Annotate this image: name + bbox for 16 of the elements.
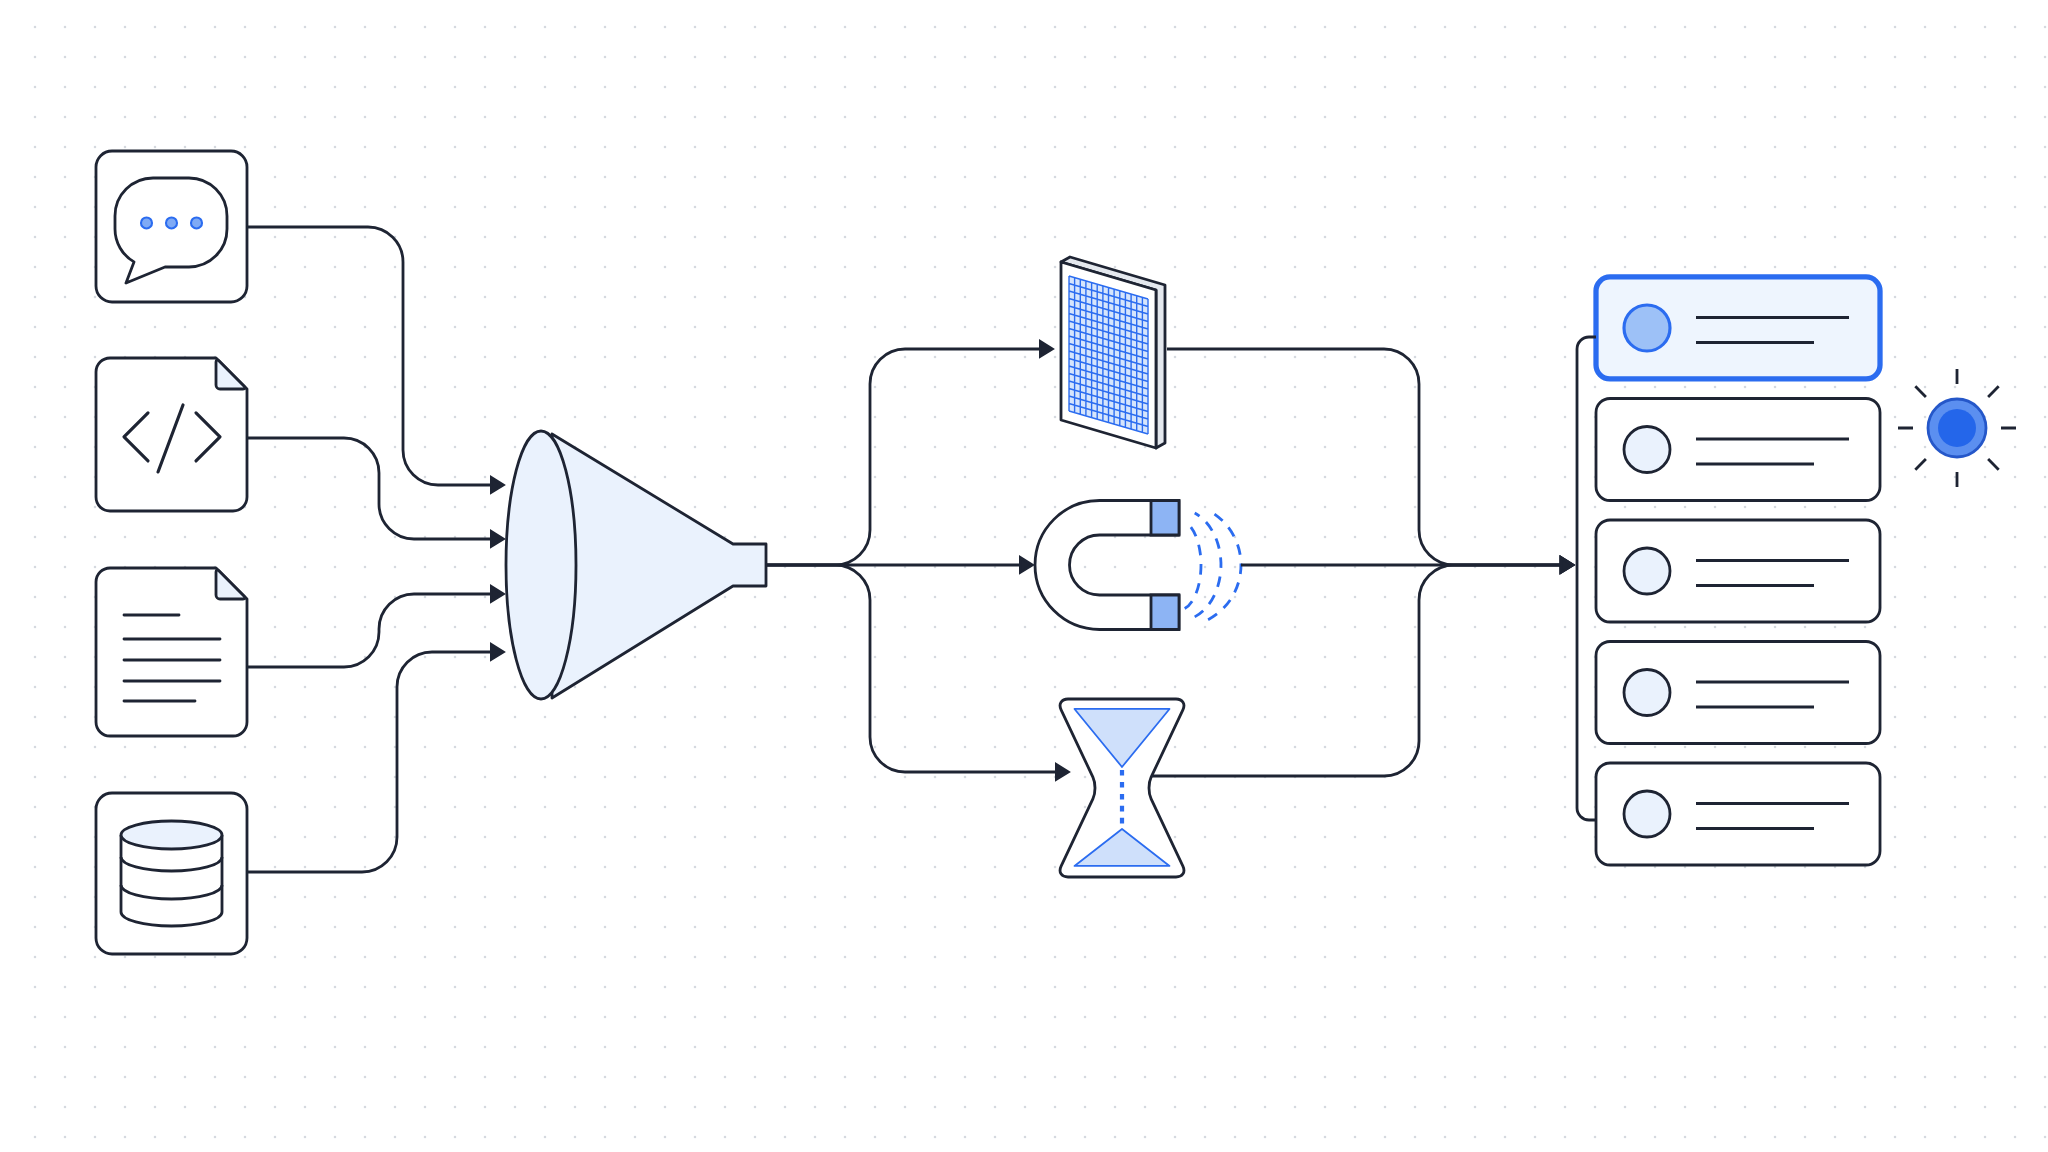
list-item-card [1593, 274, 1883, 382]
document-icon [94, 566, 249, 738]
funnel [504, 429, 768, 701]
connector-line [1575, 335, 1596, 350]
list-item-card [1594, 518, 1882, 624]
code-file-icon [94, 356, 249, 513]
hourglass [1058, 697, 1186, 879]
list-item-card [1594, 761, 1882, 867]
database-icon-tile [94, 791, 249, 956]
magnet [1033, 499, 1243, 631]
grid-panel [1059, 255, 1167, 450]
list-item-card [1594, 640, 1882, 745]
connector-line [1575, 807, 1596, 822]
list-item-card [1594, 397, 1882, 502]
bracket-line [1575, 349, 1579, 808]
chat-icon-tile [94, 149, 249, 304]
